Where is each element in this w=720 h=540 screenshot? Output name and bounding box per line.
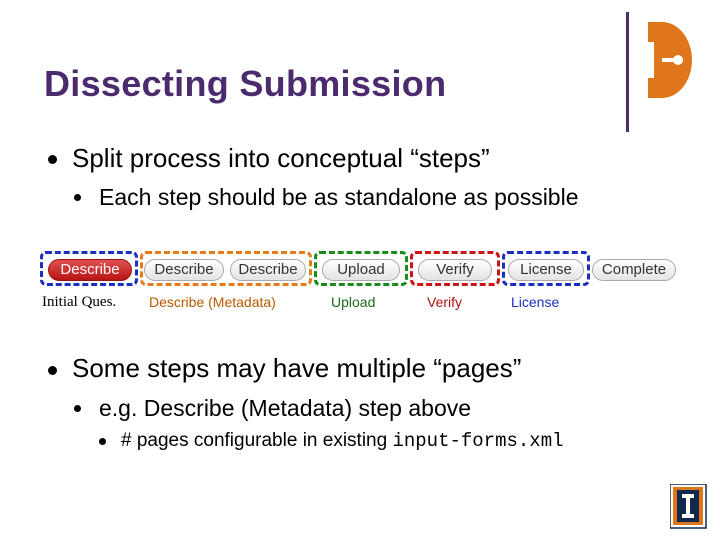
bullet-2-1-1: # pages configurable in existing input-f… <box>121 430 564 452</box>
step-label-license: License <box>511 294 560 310</box>
university-logo <box>648 22 692 98</box>
step-pill-verify[interactable]: Verify <box>418 259 492 281</box>
step-pill-complete[interactable]: Complete <box>592 259 676 281</box>
bullet-dot <box>48 155 57 164</box>
step-group-license <box>502 251 590 286</box>
university-emblem <box>670 484 707 529</box>
step-pill-describe-initial[interactable]: Describe <box>48 259 132 281</box>
step-group-initial <box>40 251 138 286</box>
bullet-2-1: e.g. Describe (Metadata) step above <box>99 395 472 421</box>
code-filename: input-forms.xml <box>392 430 564 452</box>
step-pill-describe-1[interactable]: Describe <box>144 259 224 281</box>
bullet-dot <box>74 405 81 412</box>
bullet-2: Some steps may have multiple “pages” <box>72 353 522 383</box>
step-pill-upload[interactable]: Upload <box>322 259 400 281</box>
bullet-dot <box>48 366 57 375</box>
step-pill-describe-2[interactable]: Describe <box>230 259 306 281</box>
submission-steps-bar: Describe Describe Describe Upload Verify… <box>40 250 680 290</box>
step-pill-license[interactable]: License <box>508 259 584 281</box>
bullet-dot <box>99 438 106 445</box>
bullet-dot <box>74 194 81 201</box>
title-divider <box>626 12 629 132</box>
slide-title: Dissecting Submission <box>44 63 447 104</box>
step-label-upload: Upload <box>331 294 376 310</box>
bullet-text: # pages configurable in existing <box>121 430 393 451</box>
bullet-1: Split process into conceptual “steps” <box>72 143 490 173</box>
step-label-describe: Describe (Metadata) <box>149 294 276 310</box>
step-group-describe <box>140 251 312 286</box>
bullet-1-1: Each step should be as standalone as pos… <box>99 184 579 210</box>
step-group-verify <box>410 251 500 286</box>
step-label-initial: Initial Ques. <box>42 294 117 310</box>
step-label-verify: Verify <box>427 294 463 310</box>
step-group-upload <box>314 251 408 286</box>
